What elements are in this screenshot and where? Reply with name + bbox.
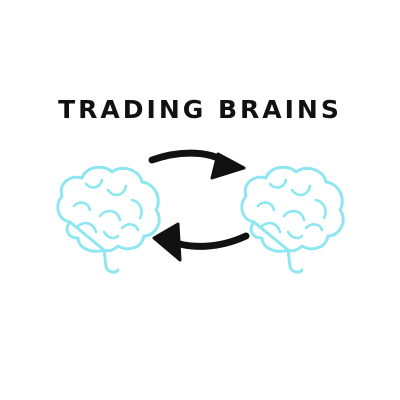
brain-icon <box>240 165 345 274</box>
arrow-left-curved-icon <box>152 222 250 262</box>
logo-title: TRADING BRAINS <box>58 95 342 124</box>
arrow-right-curved-icon <box>148 149 246 180</box>
brain-icon <box>56 165 161 274</box>
